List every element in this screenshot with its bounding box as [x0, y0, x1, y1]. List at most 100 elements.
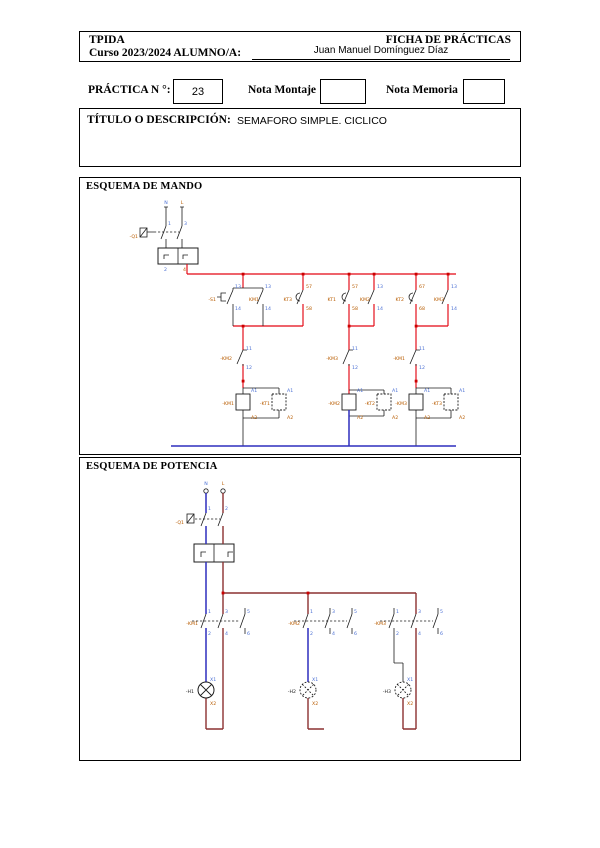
kt2-coil-label: -KT2 — [365, 401, 375, 407]
h2-x1: X1 — [312, 677, 318, 683]
kt3-coil-a2: A2 — [459, 415, 465, 421]
km2-no-label: KM2 — [360, 297, 370, 303]
s1-term-14: 14 — [235, 306, 241, 312]
km1-coil-a2: A2 — [251, 415, 257, 421]
q1-label: -Q1 — [129, 234, 138, 240]
kt3-57: 57 — [306, 284, 312, 290]
practice-number-value: 23 — [191, 85, 205, 98]
km3-coil-a2: A2 — [424, 415, 430, 421]
km1-no-label: KM1 — [249, 297, 259, 303]
km1-term-3: 3 — [225, 609, 228, 615]
km1-term-6: 6 — [247, 631, 250, 637]
km1-nc-12: 12 — [419, 365, 425, 371]
km3-no-13: 13 — [451, 284, 457, 290]
km3-no-14: 14 — [451, 306, 457, 312]
km1-no-13: 13 — [265, 284, 271, 290]
km2-term-4: 4 — [332, 631, 335, 637]
kt1-no-label: KT1 — [327, 297, 336, 303]
h2-label: -H2 — [288, 689, 296, 695]
kt2-coil-a1: A1 — [392, 388, 398, 394]
box-pin-2: 2 — [164, 267, 167, 273]
s1-term-13: 13 — [235, 284, 241, 290]
km1-term-5: 5 — [247, 609, 250, 615]
km3-term-6: 6 — [440, 631, 443, 637]
mando-title: ESQUEMA DE MANDO — [86, 181, 203, 192]
supply-n-label: N — [164, 200, 168, 206]
nota-montaje-box — [320, 79, 366, 104]
titulo-box: TÍTULO O DESCRIPCIÓN: SEMAFORO SIMPLE. C… — [79, 108, 521, 167]
potencia-supply-module — [193, 543, 235, 563]
course-student-label: Curso 2023/2024 ALUMNO/A: — [89, 47, 242, 59]
km3-nc-label: -KM3 — [326, 356, 338, 362]
potencia-box: ESQUEMA DE POTENCIA — [79, 457, 521, 761]
km2-coil-a2: A2 — [357, 415, 363, 421]
kt1-58: 58 — [352, 306, 358, 312]
km1-nc-label: -KM1 — [393, 356, 405, 362]
km3-no-label: KM3 — [434, 297, 444, 303]
km3-nc-11: 11 — [352, 346, 358, 352]
h3-x1: X1 — [407, 677, 413, 683]
km3-term-1: 1 — [396, 609, 399, 615]
mando-contacts — [217, 287, 449, 326]
h1-x1: X1 — [210, 677, 216, 683]
s1-label: -S1 — [208, 297, 216, 303]
practice-number-label: PRÁCTICA N °: — [88, 84, 171, 96]
titulo-label: TÍTULO O DESCRIPCIÓN: — [87, 114, 231, 126]
km1-term-1: 1 — [208, 609, 211, 615]
km3-term-4: 4 — [418, 631, 421, 637]
km1-label: -KM1 — [186, 621, 198, 627]
kt3-58: 58 — [306, 306, 312, 312]
mando-supply-terminals — [164, 206, 184, 226]
km3-label: -KM3 — [374, 621, 386, 627]
org-title: TPIDA — [89, 34, 125, 46]
kt1-57: 57 — [352, 284, 358, 290]
q1-term-2: 2 — [225, 506, 228, 512]
km2-label: -KM2 — [288, 621, 300, 627]
lamp-h1 — [197, 681, 215, 699]
km2-no-14: 14 — [377, 306, 383, 312]
h1-x2: X2 — [210, 701, 216, 707]
kt3-coil-label: -KT3 — [432, 401, 442, 407]
km3-term-5: 5 — [440, 609, 443, 615]
kt2-68: 68 — [419, 306, 425, 312]
km2-nc-11: 11 — [246, 346, 252, 352]
kt2-67: 67 — [419, 284, 425, 290]
practice-number-box: 23 — [173, 79, 223, 104]
nota-montaje-label: Nota Montaje — [248, 84, 317, 96]
kt2-coil-a2: A2 — [392, 415, 398, 421]
mando-coil-wiring — [242, 387, 452, 446]
potencia-junction-dots — [221, 591, 310, 595]
lamp-h3 — [394, 681, 412, 699]
km1-coil-label: -KM1 — [222, 401, 234, 407]
km2-nc-label: -KM2 — [220, 356, 232, 362]
mando-red-wiring — [186, 264, 456, 394]
mando-junction-dots — [241, 272, 450, 383]
km2-no-13: 13 — [377, 284, 383, 290]
potencia-contactor-poles — [192, 608, 439, 682]
km1-term-4: 4 — [225, 631, 228, 637]
nota-memoria-label: Nota Memoria — [386, 84, 458, 96]
mando-schematic: NL-Q11324-S11314KM11314KT35758KT15758KM2… — [129, 200, 465, 447]
q1-term-1: 1 — [208, 506, 211, 512]
km1-no-14: 14 — [265, 306, 271, 312]
kt2-no-label: KT2 — [395, 297, 404, 303]
km1-coil-a1: A1 — [251, 388, 257, 394]
potencia-supply-terminals — [203, 488, 226, 494]
q1-term-3: 3 — [184, 221, 187, 227]
mando-box: ESQUEMA DE MANDO — [79, 177, 521, 455]
km1-term-2: 2 — [208, 631, 211, 637]
supply-l-label: L — [222, 481, 225, 487]
km2-term-3: 3 — [332, 609, 335, 615]
km1-nc-11: 11 — [419, 346, 425, 352]
km3-term-2: 2 — [396, 631, 399, 637]
supply-l-label: L — [181, 200, 184, 206]
potencia-darkred-wiring — [205, 493, 417, 730]
nota-memoria-box — [463, 79, 505, 104]
km2-term-5: 5 — [354, 609, 357, 615]
box-pin-4: 4 — [183, 267, 186, 273]
titulo-value: SEMAFORO SIMPLE. CICLICO — [237, 115, 387, 127]
mando-supply-module — [157, 247, 199, 265]
mando-nc-contacts — [236, 349, 420, 366]
